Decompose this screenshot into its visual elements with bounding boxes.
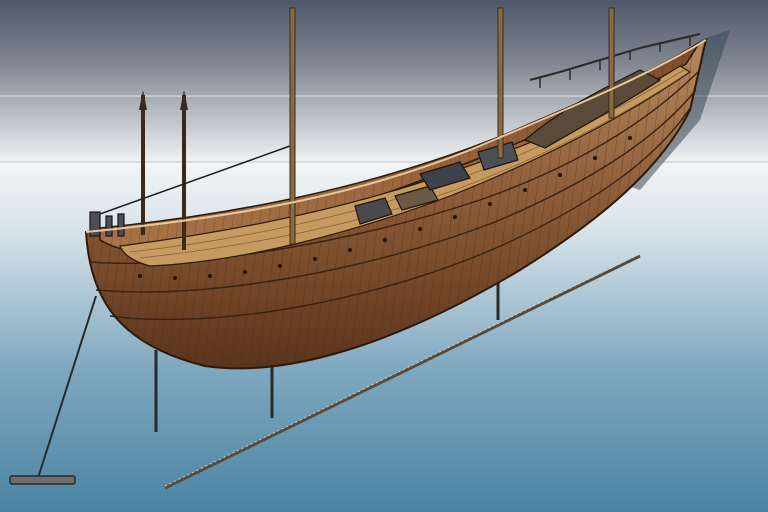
mast-main bbox=[289, 7, 296, 245]
cargo-crate-1 bbox=[354, 197, 393, 225]
mast-bow-2 bbox=[182, 95, 186, 250]
rigging-line bbox=[99, 145, 291, 215]
cargo-crate-2 bbox=[394, 185, 439, 211]
mast-bow-1 bbox=[141, 95, 145, 235]
inner-wall-ribs bbox=[100, 42, 700, 253]
long-oar bbox=[164, 254, 641, 490]
bow-fittings bbox=[89, 211, 125, 237]
stern-rail-posts bbox=[539, 36, 691, 88]
cargo-crate-3 bbox=[419, 161, 471, 191]
stern-shadow bbox=[625, 30, 730, 190]
gunwale bbox=[85, 39, 707, 233]
long-oar-highlight bbox=[164, 253, 641, 487]
oar-ports bbox=[138, 136, 632, 280]
anchor-plate bbox=[9, 475, 76, 485]
deck-cargo bbox=[354, 69, 662, 225]
masts bbox=[139, 7, 615, 250]
mast-middle bbox=[497, 7, 504, 159]
cargo-pile-stern bbox=[523, 69, 662, 149]
anchor-rope bbox=[37, 295, 97, 479]
mast-stern bbox=[608, 7, 615, 119]
